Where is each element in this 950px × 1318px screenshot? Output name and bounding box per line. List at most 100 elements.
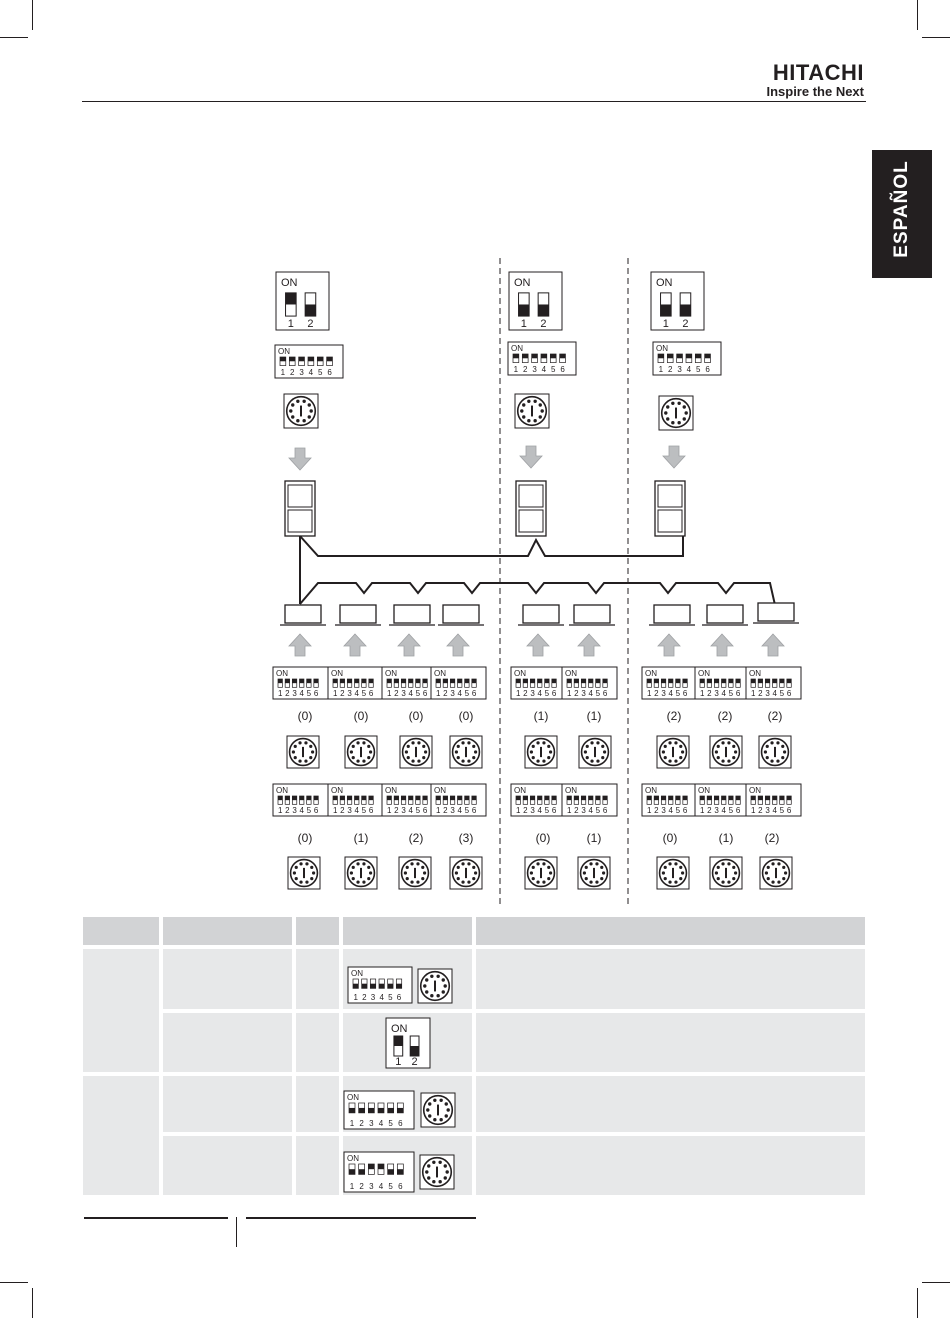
rotary-switch-tick [531,744,535,748]
rotary-switch-tick [542,759,546,763]
rotary-switch-tick [291,403,295,407]
table-header-cell [343,917,472,945]
rotary-switch-tick [714,750,719,754]
dip-switch-number: 6 [398,1119,403,1128]
dip-switch-number: 6 [369,806,374,815]
dip-switch-number: 6 [423,689,428,698]
dip-switch-toggle [379,983,385,989]
rotary-switch [398,856,432,890]
dip-switch-body [385,1017,431,1069]
indoor-unit [753,602,799,624]
rotary-switch-tick [432,1160,436,1164]
rotary-switch-tick [294,877,298,881]
dip-switch-number: 5 [362,806,367,815]
rotary-switch-tick [601,744,605,748]
dip-switch-number: 6 [787,806,792,815]
rotary-switch [759,856,793,890]
table-header-cell [163,917,292,945]
rotary-switch-tick [716,744,720,748]
dip-switch-number: 3 [530,806,535,815]
rotary-switch-tick [763,750,768,754]
dip-switch-number: 4 [299,806,304,815]
rotary-switch-tick [472,744,476,748]
dip-switch-toggle [728,796,734,801]
rotary-switch-tick [721,741,725,745]
rotary-switch-tick [674,741,678,745]
rotary-switch-tick [404,750,408,754]
rotary-switch [514,393,550,429]
dip-switch-number: 6 [472,689,477,698]
dip-switch-toggle [523,796,528,801]
rotary-switch-tick [304,741,308,745]
rotary-switch-tick [428,1102,432,1106]
rotary-switch-tick [520,409,524,413]
dip-switch-number: 3 [530,689,535,698]
table-header-cell [476,917,865,945]
dip-switch-number: 2 [574,689,579,698]
rotary-switch-tick [664,411,668,415]
indoor-rotary-value: (0) [663,831,678,845]
table-cell [296,1013,339,1072]
rotary-switch [286,735,320,769]
table-cell [296,1076,339,1132]
dip-switch-number: 2 [359,1119,364,1128]
language-tab[interactable]: ESPAÑOL [872,150,932,278]
dip-switch-number: 3 [765,806,770,815]
rotary-switch-tick [732,756,736,760]
rotary-switch-tick [433,1118,437,1122]
dip-switch-toggle [457,796,462,801]
dip-switch-on-label: ON [656,344,668,353]
rotary-switch [344,856,378,890]
dip-switch-number: 1 [288,318,294,330]
rotary-switch-tick [410,862,414,866]
dip-switch-toggle [394,796,399,801]
rotary-switch-tick [426,1108,430,1112]
rotary-switch-tick [770,741,774,745]
rotary-switch-tick [289,409,293,413]
dip-switch-toggle [658,354,664,359]
dip-switch-toggle [602,679,608,684]
dip-switch-number: 1 [333,689,338,698]
rotary-switch-tick [461,862,465,866]
rotary-switch-tick [349,750,353,754]
dip-switch-toggle [786,679,792,684]
dip-switch-number: 3 [661,689,666,698]
dip-switch-on-label: ON [385,669,397,678]
table-cell [476,1136,865,1195]
dip-switch-toggle [340,679,345,684]
dip-switch-on-label: ON [391,1023,408,1035]
rotary-switch-tick [589,880,593,884]
dip-switch-on-label: ON [698,786,710,795]
indoor-unit [649,604,695,626]
down-arrow-icon [662,445,686,469]
rotary-switch-tick [307,403,311,407]
dip-switch-number: 2 [340,806,345,815]
rotary-switch-tick [423,871,427,875]
dip-switch-on-label: ON [434,786,446,795]
table-cell [296,949,339,1009]
dip-switch-on-label: ON [276,786,288,795]
rotary-switch [449,856,483,890]
dip-switch-number: 6 [552,689,557,698]
rotary-switch-tick [542,862,546,866]
dip-switch-number: 1 [647,806,652,815]
dip-switch-toggle [285,796,290,801]
table-cell [163,1136,292,1195]
bus-wire [299,535,684,557]
dip-switch-toggle [668,679,673,684]
dip-switch-toggle [354,796,359,801]
rotary-switch-tick [438,1180,442,1184]
crop-mark [32,0,33,30]
dip-switch-toggle [317,357,324,362]
dip-switch-number: 5 [545,806,550,815]
rotary-switch [283,393,319,429]
rotary-switch [420,1092,456,1128]
dip-switch-number: 2 [394,689,399,698]
rotary-switch-tick [351,744,355,748]
dip-switch-toggle [394,679,399,684]
indoor-unit [702,604,748,626]
